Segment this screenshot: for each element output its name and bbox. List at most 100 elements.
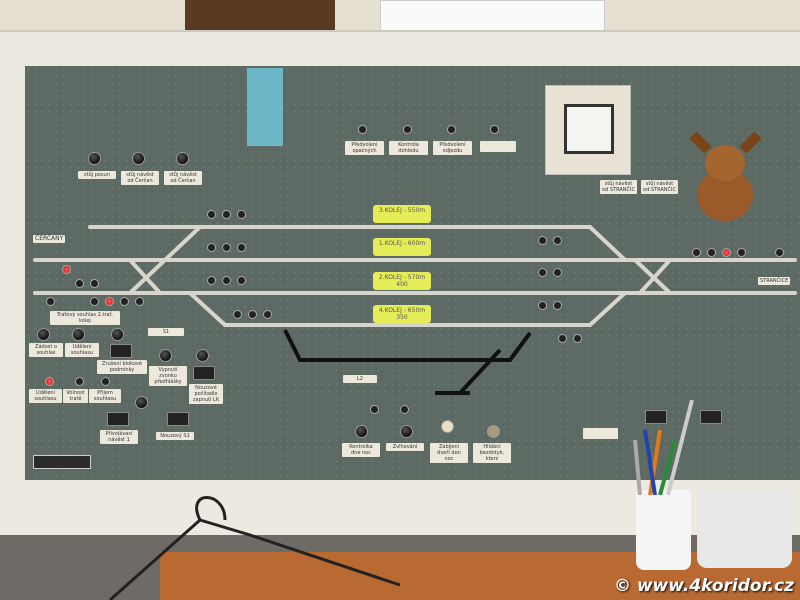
toggle-switch[interactable]	[441, 420, 454, 433]
signal-lamp	[120, 297, 129, 306]
track-label-length: 350	[396, 314, 408, 321]
pens	[633, 400, 694, 495]
track-label-text: 3.KOLEJ - 550m	[378, 207, 426, 214]
label: Zrušení blokové podmínky	[97, 360, 147, 374]
signal-lamp	[135, 297, 144, 306]
indicator-lamp-red	[45, 377, 54, 386]
panel-clock	[545, 85, 631, 175]
signal-lamp	[263, 310, 272, 319]
signal-lamp	[538, 268, 547, 277]
signal-lamp	[233, 310, 242, 319]
crossed-out-label	[480, 141, 516, 152]
key-switch[interactable]	[400, 425, 413, 438]
signal-lamp	[692, 248, 701, 257]
label: Udělení souhlasu	[29, 389, 62, 403]
rotary-knob[interactable]	[487, 425, 500, 438]
indicator-lamp	[403, 125, 412, 134]
rotary-knob[interactable]	[176, 152, 189, 165]
indicator-lamp	[101, 377, 110, 386]
indicator-lamp	[400, 405, 409, 414]
label: Udělení souhlasu	[65, 343, 99, 357]
rotary-knob[interactable]	[72, 328, 85, 341]
pen-cup	[636, 490, 691, 570]
siding-track	[283, 329, 532, 362]
signal-lamp	[222, 276, 231, 285]
telephone[interactable]	[697, 490, 792, 568]
switch	[638, 258, 672, 295]
track-label-3: 3.KOLEJ - 550m	[373, 205, 431, 223]
signal-lamp	[237, 243, 246, 252]
label: Předvoleni opačných	[345, 141, 384, 155]
counter-display	[167, 412, 189, 426]
signal-lamp-red	[105, 297, 114, 306]
signal-lamp	[573, 334, 582, 343]
siding-track	[458, 348, 502, 395]
signal-lamp	[538, 301, 547, 310]
signal-lamp-red	[722, 248, 731, 257]
signal-lamp-red	[62, 265, 71, 274]
label: Nouzové počítadlo zapnutí LK	[189, 384, 223, 404]
signal-lamp	[775, 248, 784, 257]
label: Vypnutí zvonku předhlášky	[149, 366, 187, 386]
signal-lamp	[46, 297, 55, 306]
signal-lamp	[538, 236, 547, 245]
signal-lamp	[90, 297, 99, 306]
signal-lamp	[207, 243, 216, 252]
label: Zádost o souhlas	[29, 343, 63, 357]
desk-lamp	[109, 496, 401, 600]
indicator-lamp	[370, 405, 379, 414]
signal-lamp	[553, 236, 562, 245]
rotary-knob[interactable]	[355, 425, 368, 438]
counter-display	[110, 344, 132, 358]
desk	[160, 552, 800, 600]
wall-clock-case	[185, 0, 335, 32]
label: S1	[148, 328, 184, 336]
signal-lamp	[558, 334, 567, 343]
track-label-text: 1.KOLEJ - 600m	[378, 240, 426, 247]
label: Zvlhování	[386, 443, 424, 451]
switch	[128, 258, 162, 295]
signal-lamp	[737, 248, 746, 257]
label: stůj posun	[78, 171, 116, 179]
label: Hlídání bezdotyk. kterz	[473, 443, 511, 463]
signal-lamp	[75, 279, 84, 288]
counter-display	[107, 412, 129, 426]
label: Nouzový S1	[156, 432, 194, 440]
rotary-knob[interactable]	[132, 152, 145, 165]
rotary-knob[interactable]	[37, 328, 50, 341]
rotary-knob[interactable]	[88, 152, 101, 165]
track-label-length: 400	[396, 281, 408, 288]
signal-lamp	[553, 301, 562, 310]
label: stůj návěst od STRANČIC	[600, 180, 637, 194]
indicator-lamp	[447, 125, 456, 134]
clock-face	[564, 104, 614, 154]
switch	[588, 291, 627, 327]
crossed-out-label	[583, 428, 618, 439]
label: stůj návěst od Čerčan	[164, 171, 202, 185]
rotary-knob[interactable]	[111, 328, 124, 341]
label: L2	[343, 375, 377, 383]
watermark: © www.4koridor.cz	[613, 576, 794, 596]
label: Kontrolka dne noc	[342, 443, 380, 457]
station-label-cercany: ČERČANY	[33, 235, 66, 243]
switch	[588, 225, 627, 262]
switch	[128, 225, 202, 295]
signal-lamp	[207, 210, 216, 219]
rotary-knob[interactable]	[135, 396, 148, 409]
indicator-lamp	[490, 125, 499, 134]
signal-lamp	[707, 248, 716, 257]
track-label-text: 4.KOLEJ - 650m	[378, 307, 426, 314]
label: stůj návěst od STRANČIC	[641, 180, 678, 194]
label: Kontrola dohledu	[389, 141, 428, 155]
label: stůj návěst od Čerčan	[121, 171, 159, 185]
station-label-strancice: STRANČICE	[758, 277, 791, 285]
indicator-lamp	[358, 125, 367, 134]
signal-lamp	[237, 276, 246, 285]
label: Předvolení odjezdu	[433, 141, 472, 155]
rotary-knob[interactable]	[159, 349, 172, 362]
signal-lamp	[553, 268, 562, 277]
label: Volnost tratě	[63, 389, 88, 403]
rotary-knob[interactable]	[196, 349, 209, 362]
